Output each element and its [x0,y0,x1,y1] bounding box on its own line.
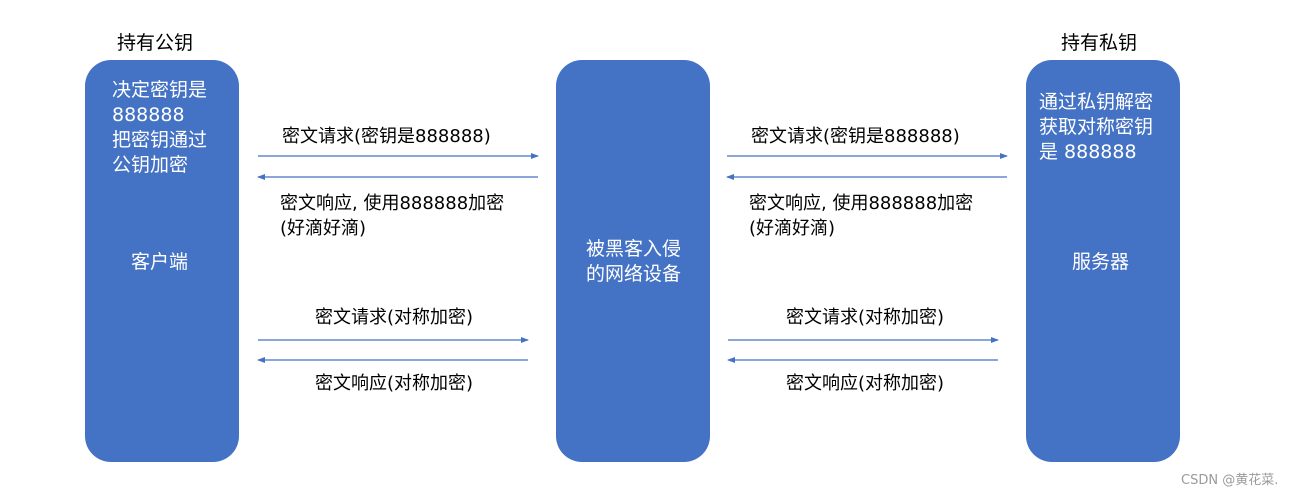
left-response-1-line: (好滴好滴) [280,218,367,239]
left-response-1-line: 密文响应, 使用888888加密 [280,193,505,214]
left-request-1-label: 密文请求(密钥是888888) [282,126,491,147]
right-request-1-label: 密文请求(密钥是888888) [751,126,960,147]
right-request-2-label: 密文请求(对称加密) [786,307,945,328]
server-note: 通过私钥解密 获取对称密钥 是 888888 [1039,90,1153,165]
client-box: 决定密钥是 888888 把密钥通过 公钥加密 客户端 [85,60,239,462]
client-note-line: 决定密钥是 [112,79,208,101]
client-top-label: 持有公钥 [117,32,194,54]
server-box: 通过私钥解密 获取对称密钥 是 888888 服务器 [1026,60,1180,462]
server-note-line: 通过私钥解密 [1039,91,1154,113]
client-note: 决定密钥是 888888 把密钥通过 公钥加密 [112,78,207,178]
compromised-device-box: 被黑客入侵 的网络设备 [556,60,710,462]
right-response-2-label: 密文响应(对称加密) [786,373,945,394]
client-note-line: 把密钥通过 [112,129,208,151]
client-note-line: 888888 [112,104,185,126]
right-response-1-label: 密文响应, 使用888888加密 (好滴好滴) [749,191,973,241]
client-name: 客户端 [131,251,189,273]
compromised-device-name: 被黑客入侵 的网络设备 [586,237,681,287]
left-response-2-label: 密文响应(对称加密) [315,373,474,394]
device-name-line: 的网络设备 [586,263,682,285]
right-response-1-line: 密文响应, 使用888888加密 [749,193,974,214]
server-name: 服务器 [1072,251,1130,273]
server-top-label: 持有私钥 [1061,32,1138,54]
watermark: CSDN @黄花菜. [1181,473,1279,488]
right-response-1-line: (好滴好滴) [749,218,836,239]
client-note-line: 公钥加密 [112,154,189,176]
device-name-line: 被黑客入侵 [586,238,682,260]
left-request-2-label: 密文请求(对称加密) [315,307,474,328]
left-response-1-label: 密文响应, 使用888888加密 (好滴好滴) [280,191,504,241]
server-note-line: 是 888888 [1039,141,1137,163]
server-note-line: 获取对称密钥 [1039,116,1154,138]
